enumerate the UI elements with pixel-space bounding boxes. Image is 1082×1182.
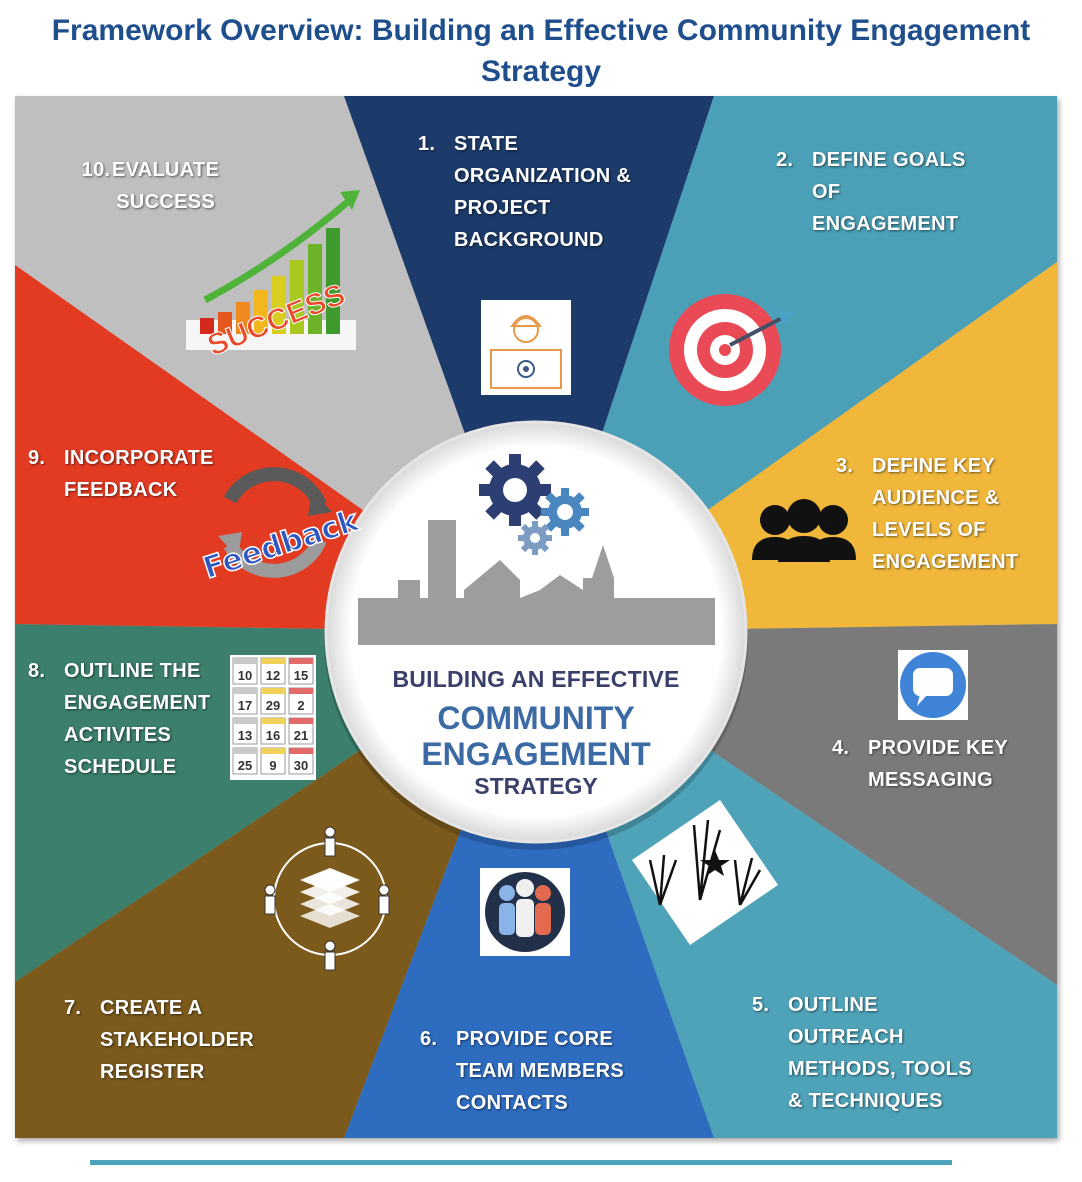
calendar-tile-header [261, 748, 285, 754]
calendar-tile-header [233, 748, 257, 754]
step-10-label: 10.EVALUATE SUCCESS [81, 159, 220, 213]
calendar-tile-header [289, 688, 313, 694]
chat-bubble-icon [898, 650, 968, 720]
calendar-tile-header [289, 718, 313, 724]
calendar-tile-header [289, 658, 313, 664]
calendar-date: 30 [294, 758, 308, 773]
calendar-date: 9 [269, 758, 276, 773]
city-skyline-icon [358, 520, 715, 645]
center-title-line-3: ENGAGEMENT [421, 736, 651, 772]
people-group-icon [752, 499, 856, 562]
calendar-date: 12 [266, 668, 280, 683]
step-4-label: 4.PROVIDE KEY MESSAGING [832, 737, 1008, 791]
step-5-label: 5.OUTLINE OUTREACH METHODS, TOOLS & TECH… [752, 994, 972, 1112]
center-title-line-2: COMMUNITY [437, 700, 635, 736]
target-icon [669, 294, 794, 406]
center-title-line-4: STRATEGY [474, 773, 598, 799]
step-2-label: 2.DEFINE GOALS OF ENGAGEMENT [776, 149, 966, 235]
step-3-label: 3.DEFINE KEY AUDIENCE & LEVELS OF ENGAGE… [836, 455, 1019, 573]
calendar-tile-header [233, 658, 257, 664]
stakeholder-network-icon [264, 826, 390, 971]
team-members-icon [480, 868, 570, 956]
step-6-label: 6.PROVIDE CORE TEAM MEMBERS CONTACTS [420, 1028, 625, 1114]
step-9-label: 9.INCORPORATE FEEDBACK [28, 447, 214, 501]
calendar-date: 17 [238, 698, 252, 713]
calendar-date: 2 [297, 698, 304, 713]
calendar-date: 29 [266, 698, 280, 713]
step-7-label: 7.CREATE A STAKEHOLDER REGISTER [64, 997, 255, 1083]
calendar-tile-header [261, 658, 285, 664]
step-8-label: 8.OUTLINE THE ENGAGEMENT ACTIVITES SCHED… [28, 660, 211, 778]
gears-icon [479, 454, 589, 555]
calendar-date: 21 [294, 728, 308, 743]
worker-sign-icon [481, 300, 571, 395]
calendar-date: 25 [238, 758, 252, 773]
center-title-line-1: BUILDING AN EFFECTIVE [392, 666, 680, 692]
raised-hands-icon [632, 800, 778, 945]
calendar-tile-header [289, 748, 313, 754]
calendar-date: 13 [238, 728, 252, 743]
calendar-tile-header [233, 688, 257, 694]
calendar-date: 16 [266, 728, 280, 743]
step-1-label: 1.STATE ORGANIZATION & PROJECT BACKGROUN… [418, 133, 632, 251]
calendar-date: 15 [294, 668, 308, 683]
footer-divider [90, 1160, 952, 1165]
calendar-icon: 10 12 15 17 29 2 13 16 21 25 9 30 [230, 655, 316, 780]
calendar-tile-header [261, 718, 285, 724]
calendar-tile-header [233, 718, 257, 724]
page-title: Framework Overview: Building an Effectiv… [51, 14, 1031, 88]
calendar-tile-header [261, 688, 285, 694]
calendar-date: 10 [238, 668, 252, 683]
